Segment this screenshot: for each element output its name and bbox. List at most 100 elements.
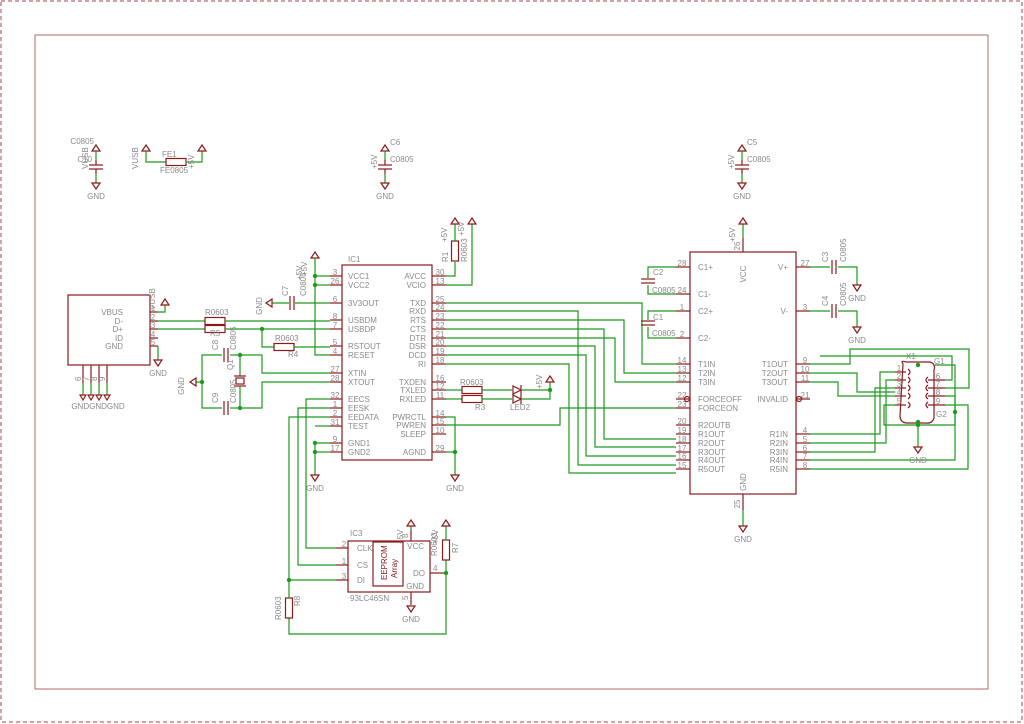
ic1-pin-number: 2 [333, 409, 338, 418]
gnd-symbol: GND [909, 446, 927, 465]
gnd-label: GND [909, 456, 927, 465]
resistor-r3 [461, 394, 483, 404]
supply-label: VUSB [148, 288, 157, 310]
gnd1-wire [314, 442, 330, 475]
ferrite-wire-left [145, 151, 166, 163]
ic1-pin-number: 8 [333, 312, 338, 321]
led-icon [512, 394, 523, 404]
capacitor-c7 [289, 296, 295, 310]
c1-wire [647, 310, 676, 320]
cap-value: C0805 [652, 286, 676, 295]
supply-5v: +5V [431, 518, 452, 544]
ic1-pin-name: TEST [348, 422, 369, 431]
ic1-pin-name: EEDATA [348, 413, 379, 422]
cap-ref: C7 [281, 285, 290, 296]
capacitor-c4 [831, 304, 837, 318]
ic1-pin-name: XTIN [348, 369, 366, 378]
gnd-symbol: GND [87, 182, 105, 201]
r1in-wire [810, 371, 895, 435]
junction-dot [915, 362, 921, 368]
gnd-arrow-icon [379, 182, 391, 191]
usb-pin-name: D- [115, 317, 124, 326]
gnd-label: GND [177, 377, 186, 395]
usb-pin-name: GND [105, 342, 123, 351]
supply-arrow-icon [466, 216, 478, 225]
gnd-label: GND [255, 297, 264, 315]
gnd-arrow-icon [78, 394, 88, 402]
ic1-pin-number: 23 [436, 312, 445, 321]
rts-wire [446, 319, 676, 374]
ic1-pin-number: 31 [331, 418, 340, 427]
usb-pin-number: 4 [151, 330, 156, 339]
gnd-arrow-icon [851, 284, 863, 293]
ic2-pin-number: 15 [678, 461, 687, 470]
ic1-pin-name: RSTOUT [348, 342, 381, 351]
eeprom-array-block [372, 541, 404, 587]
ic3-pin-number: 2 [342, 540, 347, 549]
supply-label: +5V [370, 154, 379, 169]
inversion-bubble-icon [795, 395, 803, 403]
supply-label: +5V [440, 227, 449, 242]
c2-wire [647, 285, 676, 295]
gnd-label: GND [848, 294, 866, 303]
supply-label: +5V [728, 227, 737, 242]
gnd-arrow-icon [736, 182, 748, 191]
db9-connector-shell [899, 360, 936, 424]
db9-contact-icon [925, 384, 929, 392]
ic1-pin-name: USBDM [348, 316, 377, 325]
ic1-pin-number: 32 [331, 391, 340, 400]
ic3-pin-name: GND [406, 582, 424, 591]
eeprom-array-label: EEPROM [380, 545, 389, 580]
cap-value: C0805 [229, 379, 238, 403]
gnd-arrow-icon [405, 605, 417, 614]
ic1-pin-name: TXD [410, 299, 426, 308]
gnd-symbol: GND [306, 474, 324, 493]
supply-arrow-icon [544, 374, 556, 383]
ic2-pin-name: C2- [698, 334, 711, 343]
ic1-pin-number: 15 [436, 417, 445, 426]
supply-label: +5V [457, 221, 466, 236]
ic1-pin-name: AGND [403, 448, 426, 457]
ic3-pin-name: VCC [407, 542, 424, 551]
db9-pin-number: 5 [897, 397, 902, 406]
ic3-pin-name: DI [357, 576, 365, 585]
usb-shield-pin-number: 8 [90, 376, 99, 381]
supply-arrow-icon [449, 216, 461, 225]
ic1-pin-name: DSR [409, 342, 426, 351]
ic2-pin-name: T1OUT [762, 360, 788, 369]
cap-value: C0805 [839, 238, 848, 262]
db9-shield-label: G1 [934, 357, 945, 366]
eeprom-array-sublabel: Array [390, 559, 399, 578]
ic2-gnd-label: GND [739, 473, 748, 491]
ic2-pin-number: 28 [678, 259, 687, 268]
db9-wire [820, 355, 953, 381]
usb-shield-pin-number: 9 [98, 376, 107, 381]
gnd-arrow-icon [94, 394, 104, 402]
ic1-pin-name: RESET [348, 351, 375, 360]
cts-wire [446, 328, 676, 440]
db9-pin-number: 8 [936, 388, 941, 397]
gnd-arrow-icon [152, 359, 164, 368]
supply-5v: +5V [396, 518, 417, 544]
ic2-pin-name: T3IN [698, 378, 716, 387]
gnd-arrow-icon [102, 394, 112, 402]
agnd-wire [446, 451, 456, 475]
resistor-ref: R5 [210, 329, 221, 338]
ic2-pin-name: V+ [778, 263, 788, 272]
cap-ref: C10 [77, 155, 92, 164]
db9-gnd-wire [883, 404, 956, 426]
ic1-pin-number: 5 [333, 338, 338, 347]
ic2-pin-number: 2 [680, 330, 685, 339]
ic1-pin-name: DCD [409, 351, 427, 360]
ic2-pin-number: 17 [678, 444, 687, 453]
resistor-value: R0603 [274, 596, 283, 620]
c1-wire [647, 327, 676, 339]
ic1-pin-name: XTOUT [348, 378, 375, 387]
capacitor-c1 [641, 320, 655, 326]
gnd-label: GND [402, 615, 420, 624]
db9-pin-number: 9 [936, 397, 941, 406]
ic2-pin-number: 3 [803, 303, 808, 312]
eedata-wire [288, 416, 330, 580]
gnd-label: GND [848, 336, 866, 345]
